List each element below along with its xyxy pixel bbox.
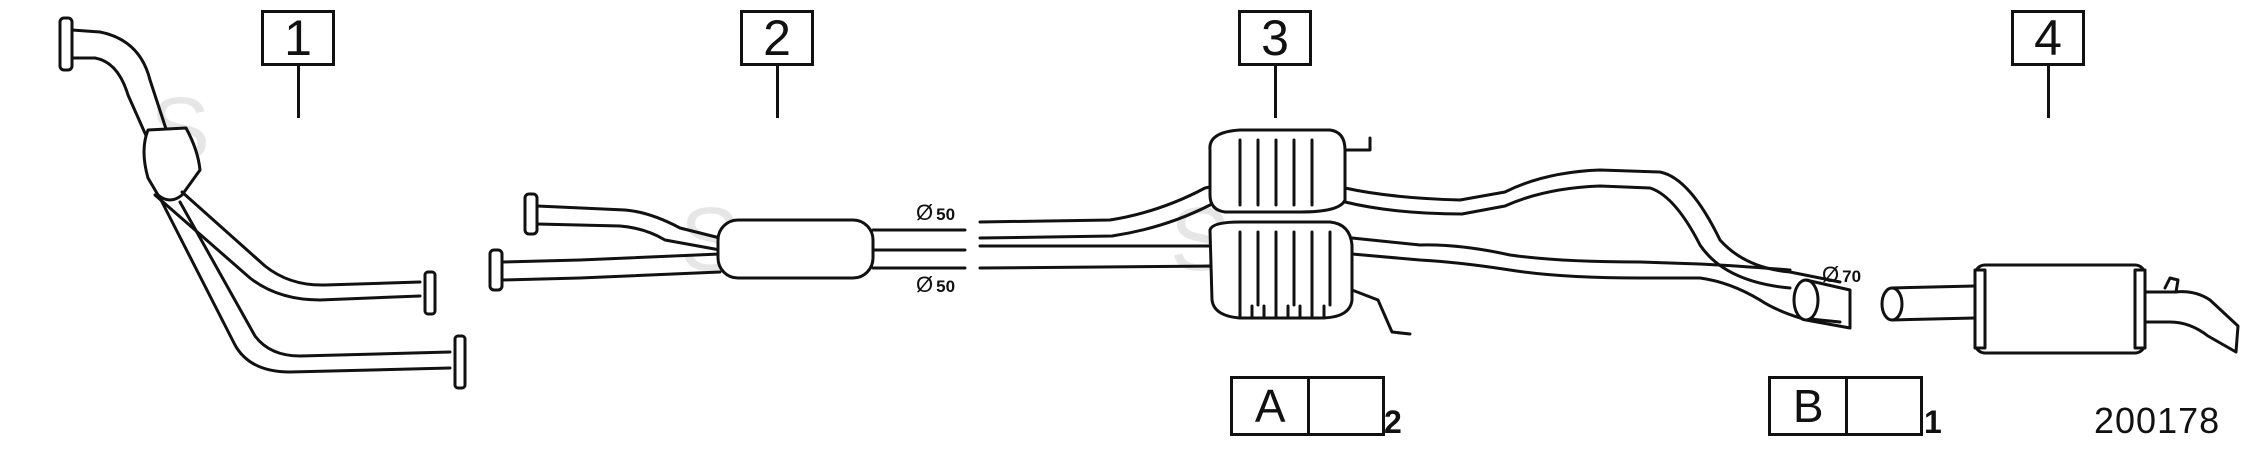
callout-label: 3 — [1261, 10, 1289, 66]
diagram-number: 200178 — [2094, 400, 2221, 441]
callout-4: 4 — [2011, 10, 2085, 66]
callout-2-leader — [776, 66, 779, 118]
callout-4-leader — [2047, 66, 2050, 118]
hardware-quantity: 1 — [1924, 404, 1942, 440]
callout-label: 2 — [763, 10, 791, 66]
part-1-front-pipe — [58, 16, 467, 390]
part-4-rear-silencer — [1880, 263, 2240, 355]
diameter-value: 50 — [936, 205, 956, 224]
callout-label: 1 — [284, 10, 312, 66]
part-2-front-silencer — [488, 192, 967, 292]
hardware-box-a: A — [1230, 376, 1385, 436]
hardware-icon-cell — [1307, 379, 1382, 433]
part-3-centre-silencer — [978, 128, 1852, 336]
hardware-icon-cell — [1845, 379, 1920, 433]
callout-2: 2 — [740, 10, 814, 66]
hardware-letter-cell: B — [1771, 379, 1845, 433]
diameter-symbol: Ø — [916, 200, 934, 225]
hardware-letter-cell: A — [1233, 379, 1307, 433]
hardware-letter: A — [1254, 380, 1286, 432]
hardware-letter: B — [1792, 380, 1824, 432]
diameter-symbol: Ø — [916, 272, 934, 297]
callout-3: 3 — [1238, 10, 1312, 66]
diameter-symbol: Ø — [1822, 262, 1840, 287]
diameter-value: 70 — [1842, 267, 1862, 286]
callout-1-leader — [297, 66, 300, 118]
callout-label: 4 — [2034, 10, 2062, 66]
diameter-value: 50 — [936, 277, 956, 296]
hardware-box-b: B — [1768, 376, 1923, 436]
callout-1: 1 — [261, 10, 335, 66]
hardware-quantity: 2 — [1384, 404, 1402, 440]
callout-3-leader — [1274, 66, 1277, 118]
